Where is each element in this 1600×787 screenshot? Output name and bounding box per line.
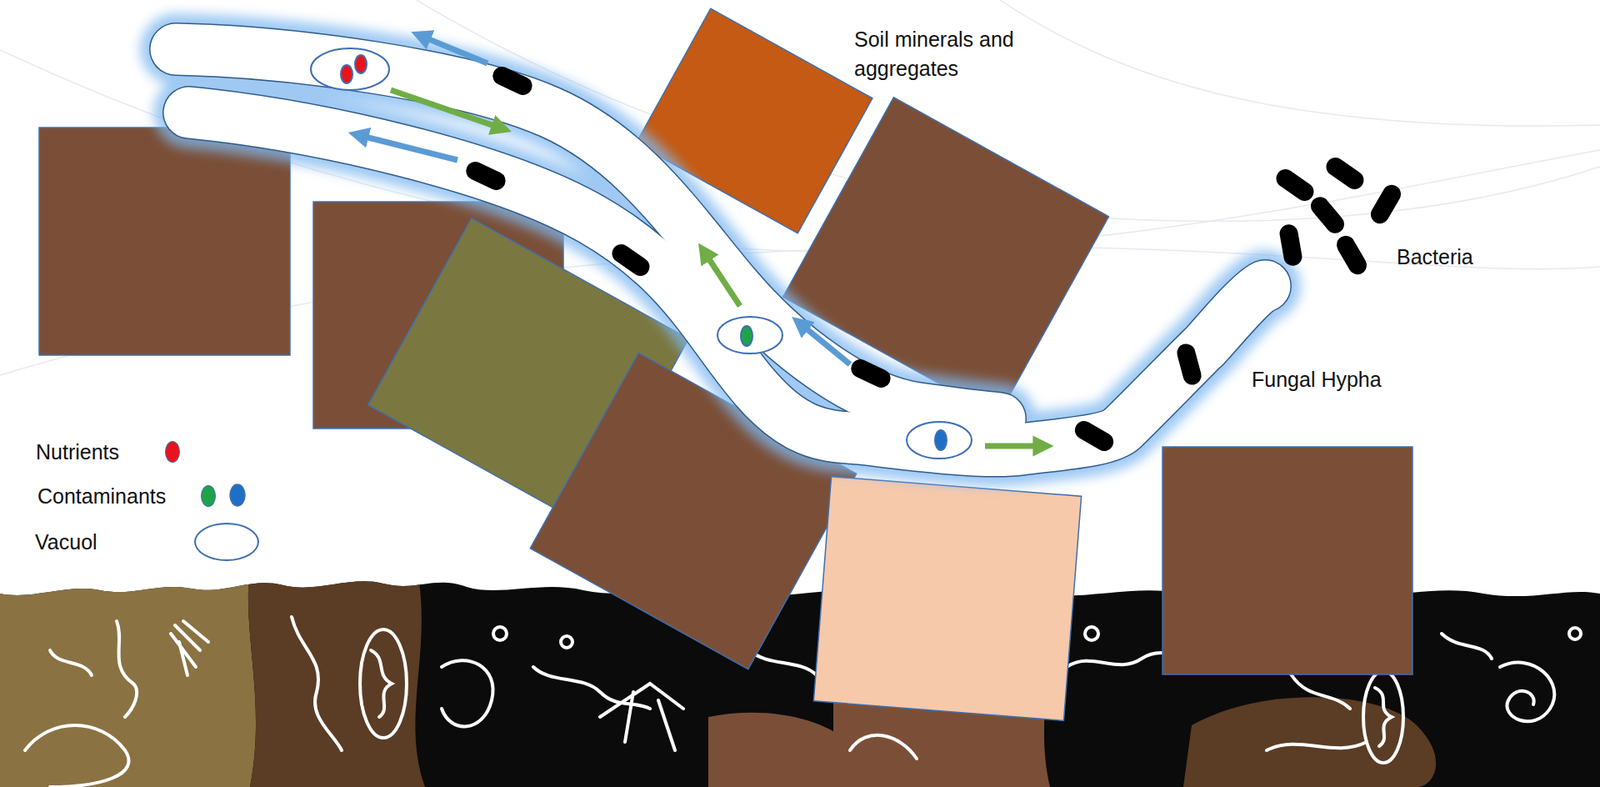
part-label: Bacteria [1396,242,1564,272]
legend-swatch-extra [230,484,245,506]
part-label: Fungal Hypha [1251,365,1469,395]
legend-text: Contaminants [37,481,166,511]
soil-aggregates [39,8,1413,720]
bacteria [463,63,1405,455]
legend-text: Vacuol [35,527,98,557]
fungal-hypha [175,49,1265,451]
legend-swatch [194,522,260,561]
legend-swatch [165,440,180,463]
part-label: Soil minerals and aggregates [854,25,1059,84]
legend-text: Nutrients [35,437,120,467]
legend-swatch [200,485,216,507]
vacuoles [310,48,972,459]
transport-arrows [358,35,1044,446]
